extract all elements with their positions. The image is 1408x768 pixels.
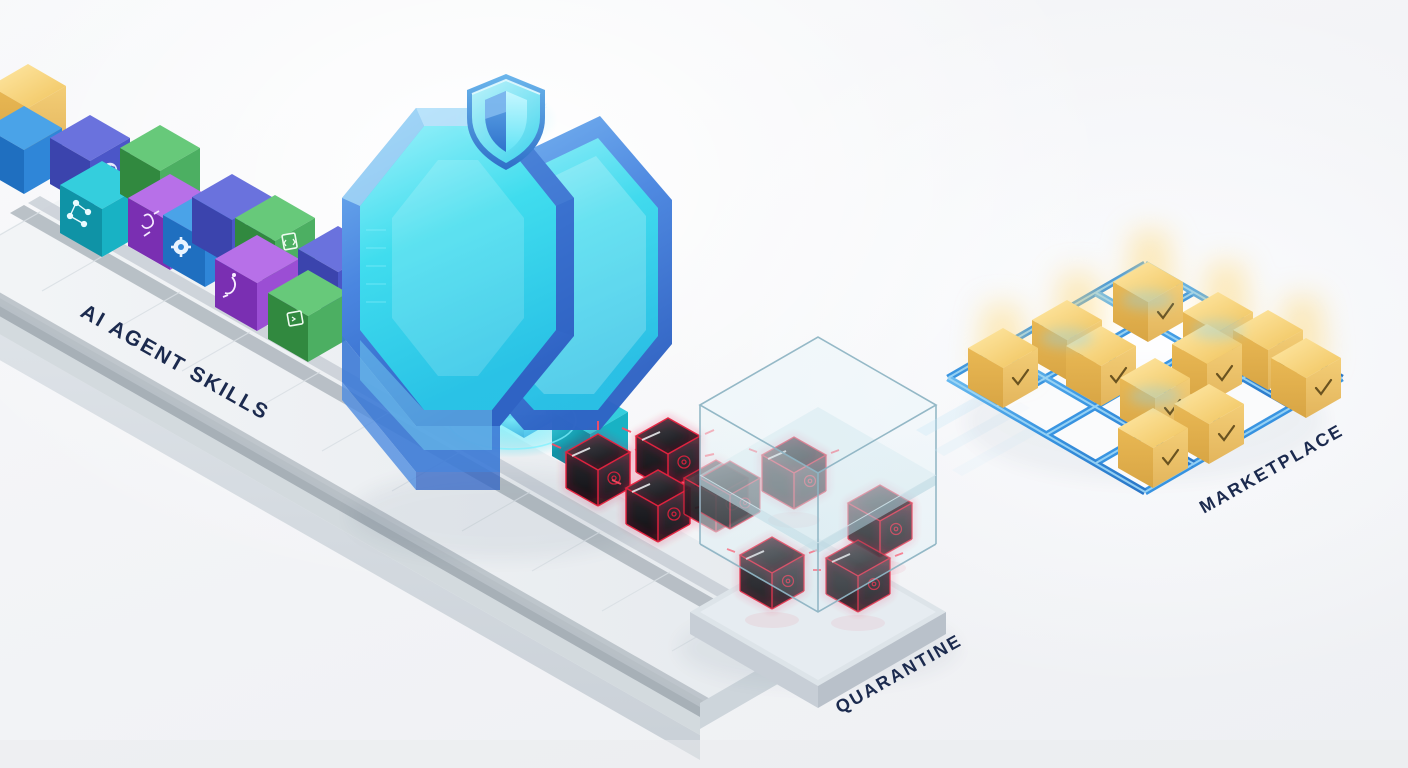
biohazard-icon — [667, 507, 681, 521]
approved-cube[interactable] — [1271, 338, 1341, 418]
gear-icon — [171, 237, 191, 257]
grid-glow — [1041, 290, 1244, 406]
marketplace[interactable] — [916, 230, 1344, 496]
approved-cube[interactable] — [1118, 408, 1188, 488]
gate-base — [342, 336, 500, 490]
approved-skill-cubes — [968, 262, 1341, 488]
malicious-skill-cube[interactable] — [551, 421, 645, 507]
biohazard-icon — [677, 455, 691, 469]
skill-cube[interactable] — [60, 161, 144, 257]
quarantine-glass-edges — [698, 336, 938, 613]
robot-arm-icon — [222, 273, 237, 298]
quarantine-enclosure[interactable] — [678, 336, 958, 708]
node-graph-icon — [66, 199, 92, 228]
shield-icon — [454, 74, 558, 170]
terminal-icon — [286, 310, 304, 327]
approved-cube[interactable] — [968, 328, 1038, 408]
security-scanner-gate[interactable] — [342, 74, 672, 559]
skill-cube[interactable] — [268, 270, 348, 362]
api-plug-icon — [141, 210, 160, 237]
approved-cube[interactable] — [1066, 326, 1136, 406]
document-code-icon — [281, 232, 298, 251]
